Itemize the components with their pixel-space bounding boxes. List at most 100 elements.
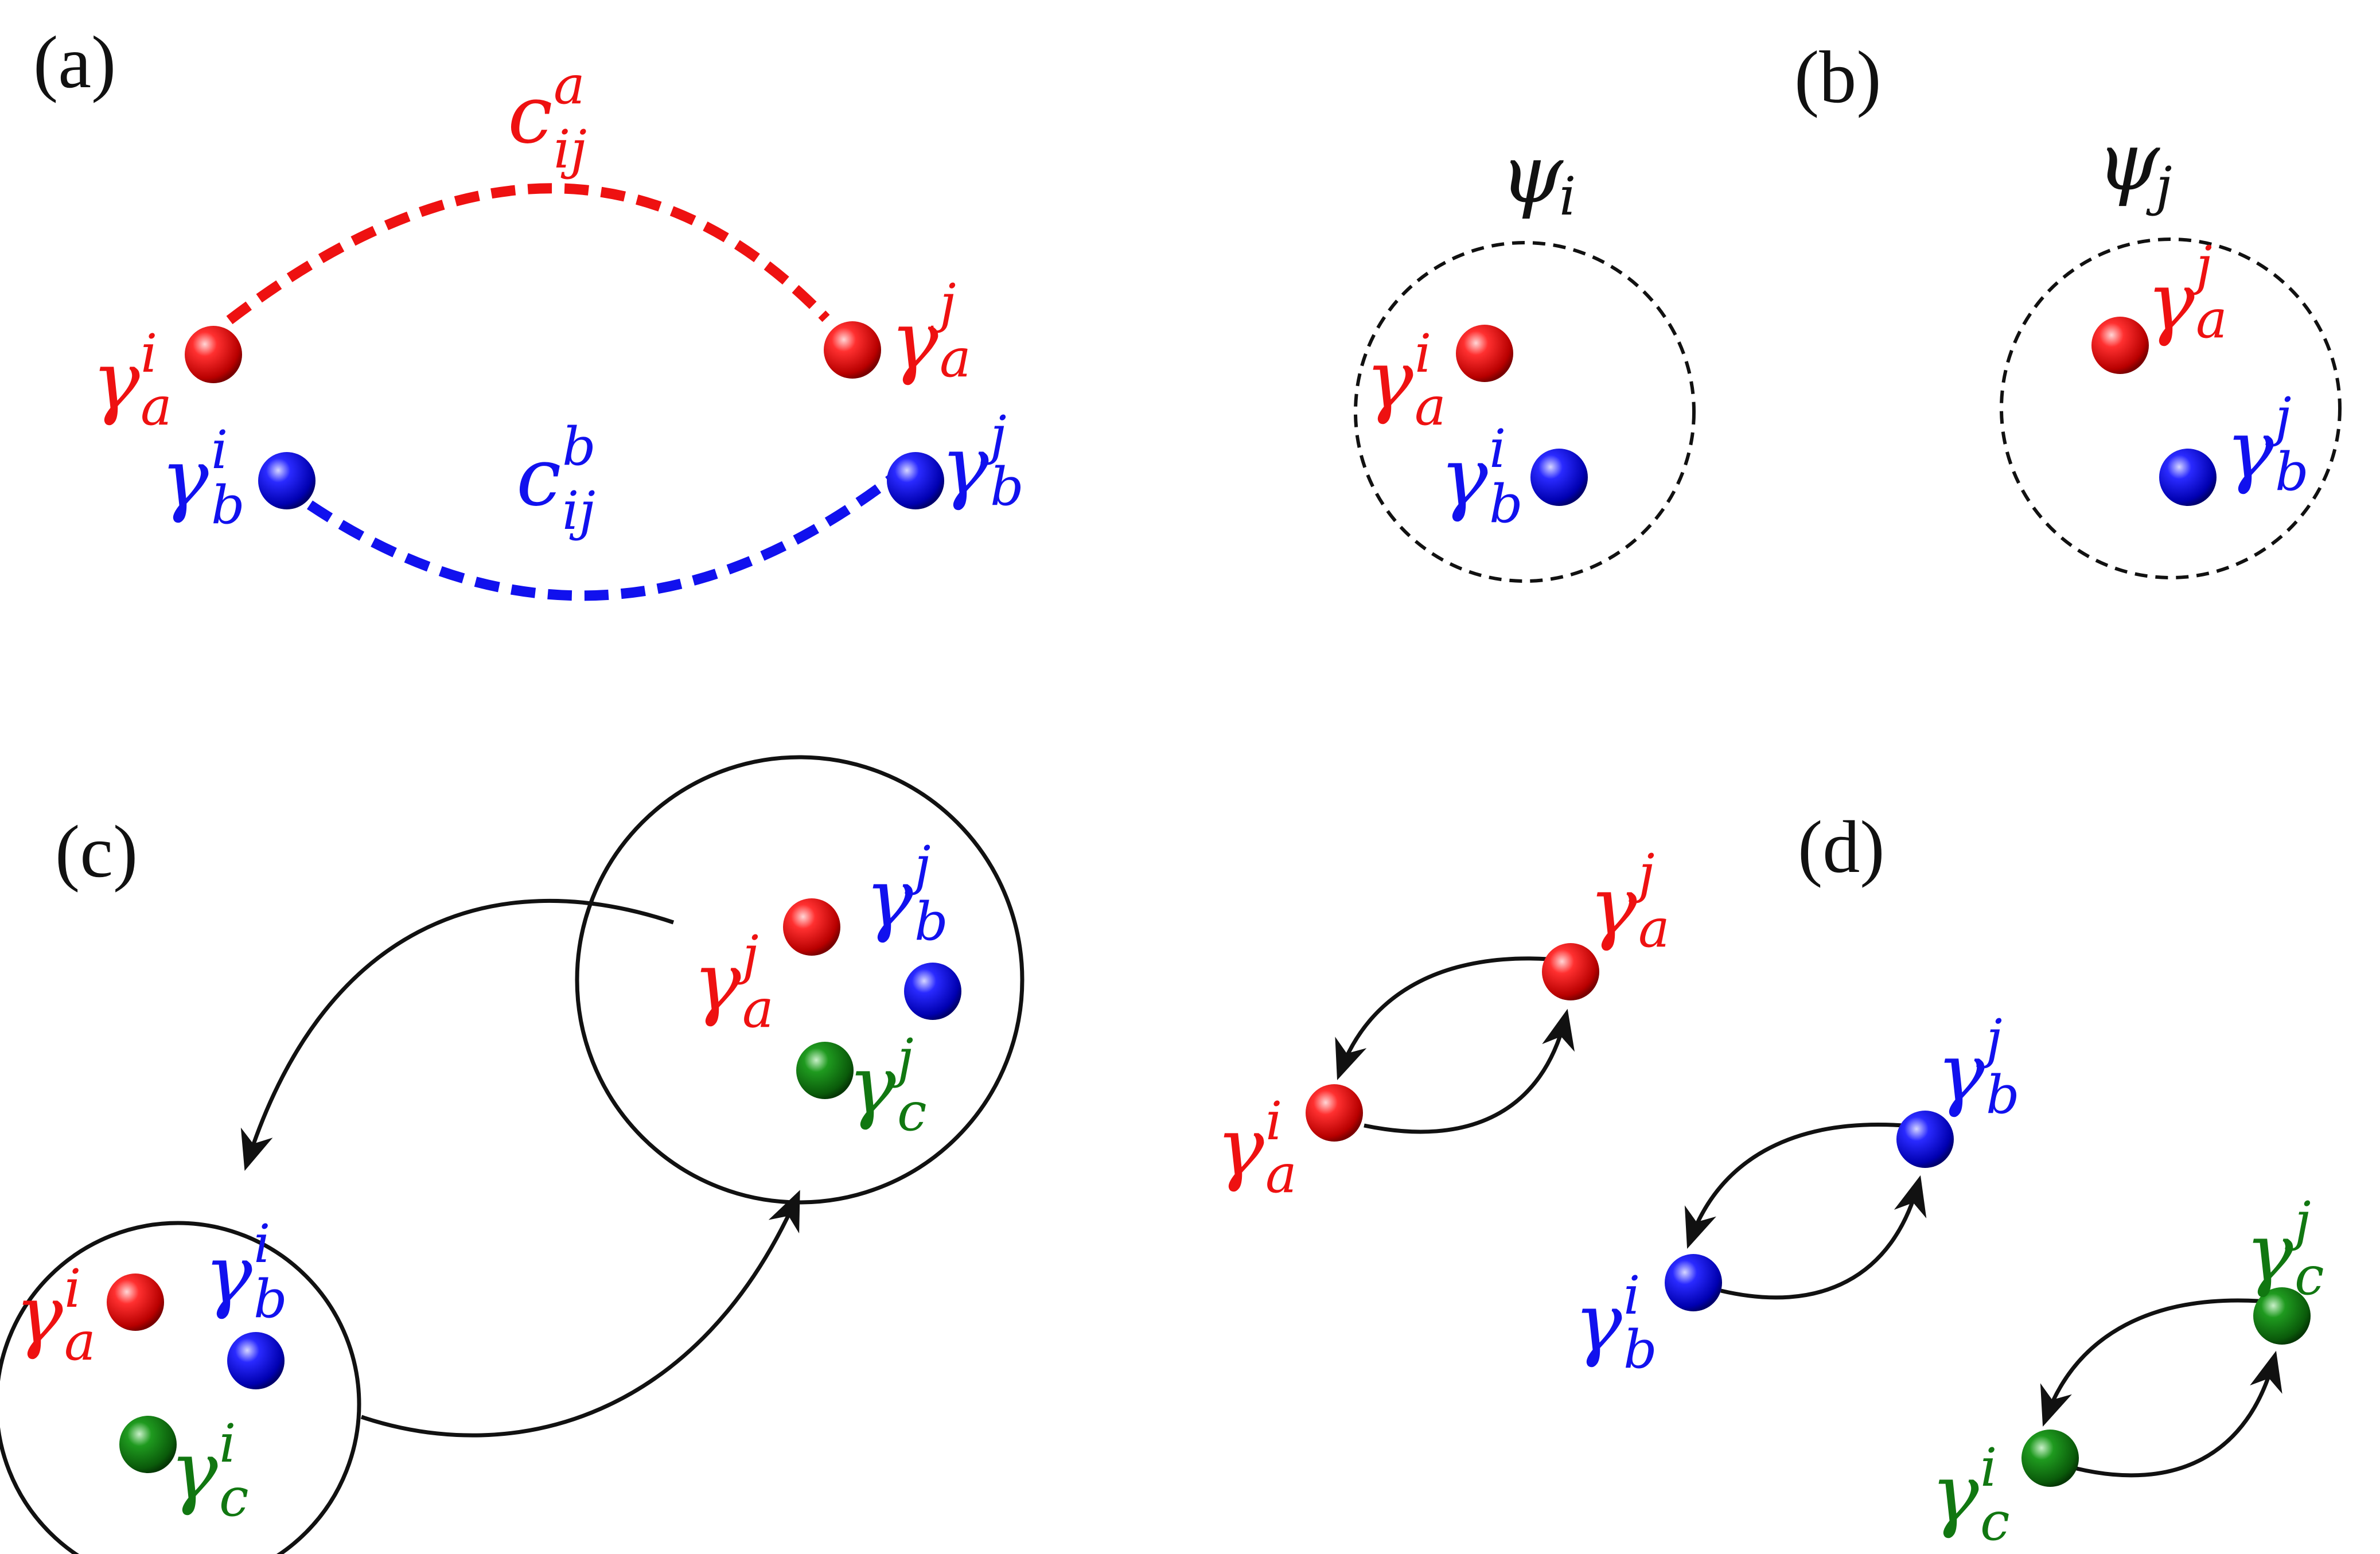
label-gamma-b-i: γ i b xyxy=(1440,418,1523,535)
majorana-b-i-sphere xyxy=(258,452,315,509)
svg-text:b: b xyxy=(1986,1064,2020,1125)
svg-text:i: i xyxy=(1980,1437,1997,1498)
bond-a-label: c a ij xyxy=(508,54,587,180)
svg-text:a: a xyxy=(1638,898,1670,959)
label-gamma-b-i: γ i b xyxy=(204,1213,287,1330)
svg-text:a: a xyxy=(64,1311,96,1372)
majorana-b-j-sphere xyxy=(887,452,944,509)
site-j-dashed-circle xyxy=(2000,237,2342,579)
label-gamma-c-i: γ i c xyxy=(1931,1437,2010,1552)
svg-text:γ: γ xyxy=(1440,431,1488,524)
svg-text:γ: γ xyxy=(865,852,913,945)
label-psi-i: ψ i xyxy=(1500,128,1576,227)
hop-arrow-c-j-to-i xyxy=(2040,1298,2260,1427)
label-gamma-a-j: γ j a xyxy=(890,272,971,389)
label-gamma-b-j: γ j b xyxy=(941,404,1024,517)
svg-text:a: a xyxy=(141,376,172,437)
svg-text:c: c xyxy=(508,68,552,162)
hop-arrow-b-i-to-j xyxy=(1720,1175,1927,1300)
panel-a: (a) c a ij c b ij γ i a γ j a γ i xyxy=(33,21,1024,601)
majorana-a-j-sphere xyxy=(2091,317,2149,374)
svg-text:a: a xyxy=(742,978,774,1039)
svg-text:i: i xyxy=(1559,166,1576,227)
svg-text:ψ: ψ xyxy=(1500,128,1564,221)
svg-text:γ: γ xyxy=(2226,403,2274,497)
majorana-c-i-sphere xyxy=(119,1416,177,1473)
majorana-b-j-sphere xyxy=(2159,449,2217,506)
panel-d: (d) γ j a γ i a γ j b γ xyxy=(1216,806,2324,1552)
label-gamma-a-i: γ i a xyxy=(92,323,172,437)
svg-text:a: a xyxy=(2196,289,2227,350)
majorana-a-i-sphere xyxy=(107,1273,164,1331)
svg-text:γ: γ xyxy=(92,334,140,428)
svg-text:γ: γ xyxy=(1937,1026,1985,1120)
panel-d-label: (d) xyxy=(1798,806,1885,889)
svg-text:γ: γ xyxy=(941,419,989,513)
svg-text:c: c xyxy=(1980,1491,2010,1552)
label-gamma-b-j: γ j b xyxy=(1937,1008,2020,1125)
label-gamma-c-j: γ j c xyxy=(848,1027,927,1143)
svg-text:γ: γ xyxy=(1216,1101,1264,1194)
svg-text:c: c xyxy=(897,1081,927,1143)
svg-text:b: b xyxy=(2275,441,2309,503)
svg-text:c: c xyxy=(2295,1245,2324,1307)
svg-text:a: a xyxy=(554,54,585,116)
label-gamma-b-i: γ i b xyxy=(1574,1265,1657,1380)
svg-text:b: b xyxy=(562,416,596,477)
svg-text:i: i xyxy=(1265,1090,1282,1152)
majorana-b-i-sphere xyxy=(1530,449,1588,506)
panel-b-label: (b) xyxy=(1794,36,1882,119)
svg-text:γ: γ xyxy=(170,1424,218,1518)
hop-arrow-a-i-to-j xyxy=(1364,1008,1575,1134)
svg-text:γ: γ xyxy=(848,1039,896,1132)
site-i-dashed-circle xyxy=(1354,241,1696,583)
label-gamma-a-i: γ i a xyxy=(1365,323,1446,437)
majorana-b-i-sphere xyxy=(227,1332,285,1389)
svg-text:i: i xyxy=(219,1413,236,1474)
svg-text:i: i xyxy=(211,419,228,481)
svg-text:ψ: ψ xyxy=(2097,115,2160,209)
label-gamma-b-j: γ j b xyxy=(2226,386,2309,503)
svg-text:c: c xyxy=(219,1467,249,1528)
bond-b-label: c b ij xyxy=(516,416,596,542)
panel-c: (c) γ j a γ j b γ j c γ i a xyxy=(0,755,1025,1554)
label-gamma-a-j: γ j a xyxy=(693,924,774,1039)
svg-text:i: i xyxy=(1623,1265,1640,1326)
svg-text:a: a xyxy=(940,328,971,389)
label-gamma-c-i: γ i c xyxy=(170,1413,249,1528)
majorana-a-j-sphere xyxy=(1542,943,1599,1000)
panel-a-label: (a) xyxy=(33,21,116,104)
site-i-circle xyxy=(0,1221,361,1554)
svg-text:γ: γ xyxy=(2147,255,2195,349)
majorana-a-i-sphere xyxy=(185,326,242,383)
svg-text:γ: γ xyxy=(15,1268,63,1362)
label-gamma-b-i: γ i b xyxy=(161,419,245,536)
svg-text:i: i xyxy=(141,323,157,384)
svg-text:ij: ij xyxy=(554,119,587,180)
label-gamma-a-i: γ i a xyxy=(1216,1090,1297,1205)
hop-arrow-j-to-i xyxy=(240,899,675,1171)
svg-text:i: i xyxy=(254,1213,270,1275)
majorana-c-j-sphere xyxy=(796,1042,854,1099)
label-gamma-c-j: γ j c xyxy=(2245,1190,2324,1307)
majorana-a-i-sphere xyxy=(1456,325,1513,382)
svg-text:b: b xyxy=(1489,473,1523,535)
svg-text:b: b xyxy=(211,474,245,536)
majorana-c-i-sphere xyxy=(2021,1430,2079,1487)
svg-text:i: i xyxy=(64,1258,81,1319)
svg-text:γ: γ xyxy=(2245,1206,2293,1300)
majorana-a-i-sphere xyxy=(1306,1084,1363,1142)
svg-text:γ: γ xyxy=(1574,1276,1622,1370)
bond-a-dashed-arc xyxy=(226,183,830,325)
svg-text:b: b xyxy=(254,1268,287,1330)
svg-text:c: c xyxy=(516,431,561,524)
label-gamma-a-j: γ j a xyxy=(1589,843,1670,959)
panel-b: (b) ψ i ψ j γ i a γ i b γ j a xyxy=(1354,36,2342,583)
svg-text:i: i xyxy=(1489,418,1506,480)
majorana-a-j-sphere xyxy=(783,898,840,956)
svg-text:a: a xyxy=(1265,1143,1297,1205)
svg-text:γ: γ xyxy=(693,936,741,1029)
svg-text:ij: ij xyxy=(562,480,595,542)
svg-text:i: i xyxy=(1415,323,1431,384)
svg-text:b: b xyxy=(914,891,948,952)
